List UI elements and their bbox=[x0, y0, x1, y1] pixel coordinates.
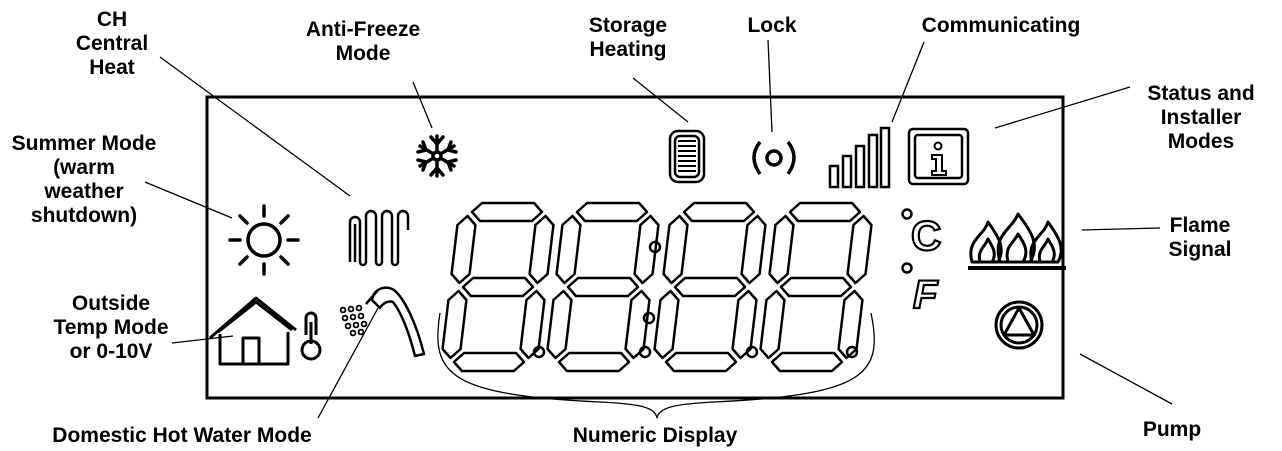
digit-3-segment-c bbox=[731, 289, 758, 360]
digit-1-segment-c bbox=[519, 289, 546, 360]
digit-4-segment-f bbox=[768, 214, 795, 285]
leader-lines bbox=[144, 39, 1173, 419]
digit-4-segment-c bbox=[837, 289, 864, 360]
label-pump: Pump bbox=[1142, 418, 1202, 441]
digit-3-segment-d bbox=[664, 351, 738, 373]
digit-1-segment-b bbox=[528, 214, 555, 285]
digit-1-segment-a bbox=[470, 201, 544, 223]
digit-3-segment-f bbox=[662, 214, 689, 285]
signal-bars-icon bbox=[828, 126, 891, 189]
digit-3-segment-e bbox=[653, 289, 680, 360]
shower-icon bbox=[339, 286, 426, 358]
digit-2-segment-f bbox=[555, 214, 582, 285]
digit-4-segment-e bbox=[759, 289, 786, 360]
digit-3-segment-b bbox=[740, 214, 767, 285]
lcd-frame bbox=[205, 95, 1065, 400]
sun-icon bbox=[228, 204, 300, 276]
digit-2-segment-a bbox=[575, 201, 649, 223]
digit-2-segment-d bbox=[557, 351, 631, 373]
snowflake-icon bbox=[416, 134, 458, 178]
digit-1-segment-f bbox=[450, 214, 477, 285]
label-dhw-mode: Domestic Hot Water Mode bbox=[52, 424, 312, 447]
numeric-display bbox=[441, 201, 873, 373]
digit-2-segment-b bbox=[633, 214, 660, 285]
label-numeric-display: Numeric Display bbox=[572, 424, 738, 447]
display-dots bbox=[532, 208, 913, 359]
digit-3-segment-g bbox=[673, 276, 747, 298]
celsius-glyph: C bbox=[911, 212, 941, 259]
digit-4-segment-d bbox=[770, 351, 844, 373]
fahrenheit-glyph: F bbox=[913, 273, 939, 317]
digit-1-segment-d bbox=[452, 351, 526, 373]
digit-3-segment-a bbox=[682, 201, 756, 223]
label-communicating: Communicating bbox=[921, 14, 1081, 37]
lock-icon bbox=[752, 140, 796, 176]
digit-1-segment-e bbox=[441, 289, 468, 360]
digit-4-segment-a bbox=[788, 201, 862, 223]
digit-2-segment-e bbox=[546, 289, 573, 360]
info-icon bbox=[907, 127, 970, 186]
flame-icon bbox=[968, 212, 1066, 270]
digit-2-segment-c bbox=[624, 289, 651, 360]
digit-4-segment-g bbox=[779, 276, 853, 298]
digit-2-segment-g bbox=[566, 276, 640, 298]
storage-tank-icon bbox=[668, 129, 706, 184]
house-thermometer-icon bbox=[209, 296, 322, 366]
radiator-icon bbox=[348, 209, 410, 267]
digit-4-segment-b bbox=[846, 214, 873, 285]
label-lock: Lock bbox=[747, 14, 797, 37]
digit-1-segment-g bbox=[461, 276, 535, 298]
pump-icon bbox=[994, 300, 1044, 350]
